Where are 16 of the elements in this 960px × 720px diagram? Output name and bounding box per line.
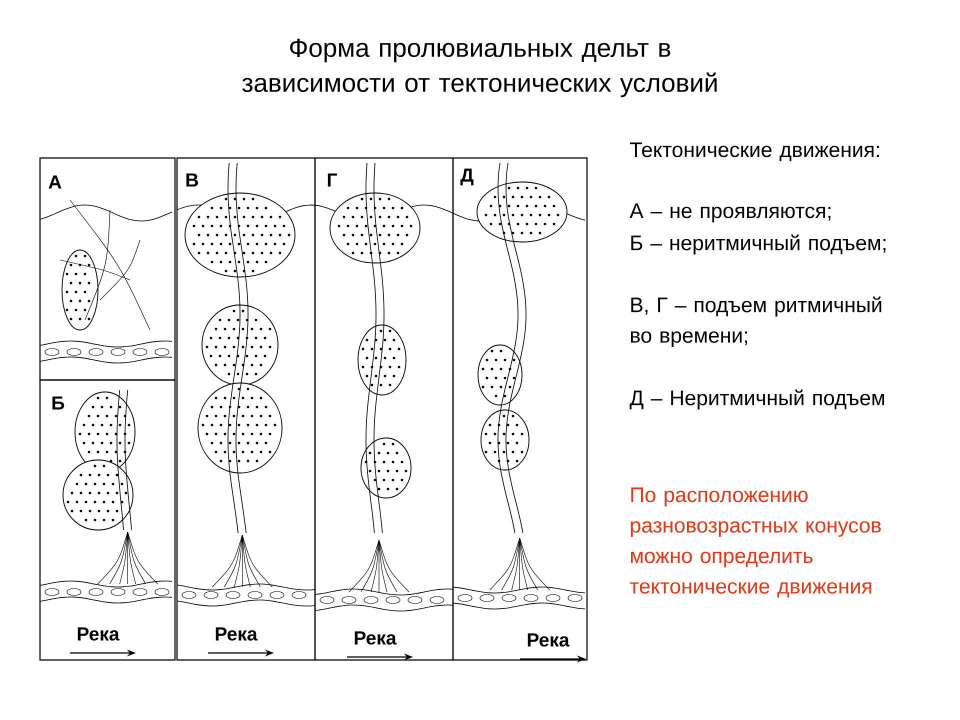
panel-letter: Г <box>326 172 338 188</box>
legend-text: Д – Неритмичный подъем <box>630 390 884 410</box>
panel-letter: А <box>47 174 63 190</box>
note-text: По расположению разновозрастных конусов можно определить тектонические движения <box>630 488 881 598</box>
panel-letter: Б <box>50 395 66 411</box>
panel-letter: Д <box>459 168 475 186</box>
legend-text: А – не проявляются; <box>630 204 830 222</box>
river-label: Река <box>352 630 398 646</box>
river-label: Река <box>526 632 570 648</box>
panel-letter: В <box>184 172 200 188</box>
legend-text: Тектонические движения: <box>630 142 879 162</box>
legend-text: Б – неритмичный подъем; <box>631 234 886 254</box>
title: Форма пролювиальных дельт в зависимости от тектонических условий <box>242 38 717 98</box>
legend-text: В, Г – подъем ритмичный во времени; <box>631 296 882 347</box>
river-label: Река <box>76 626 120 642</box>
river-label: Река <box>214 626 258 642</box>
